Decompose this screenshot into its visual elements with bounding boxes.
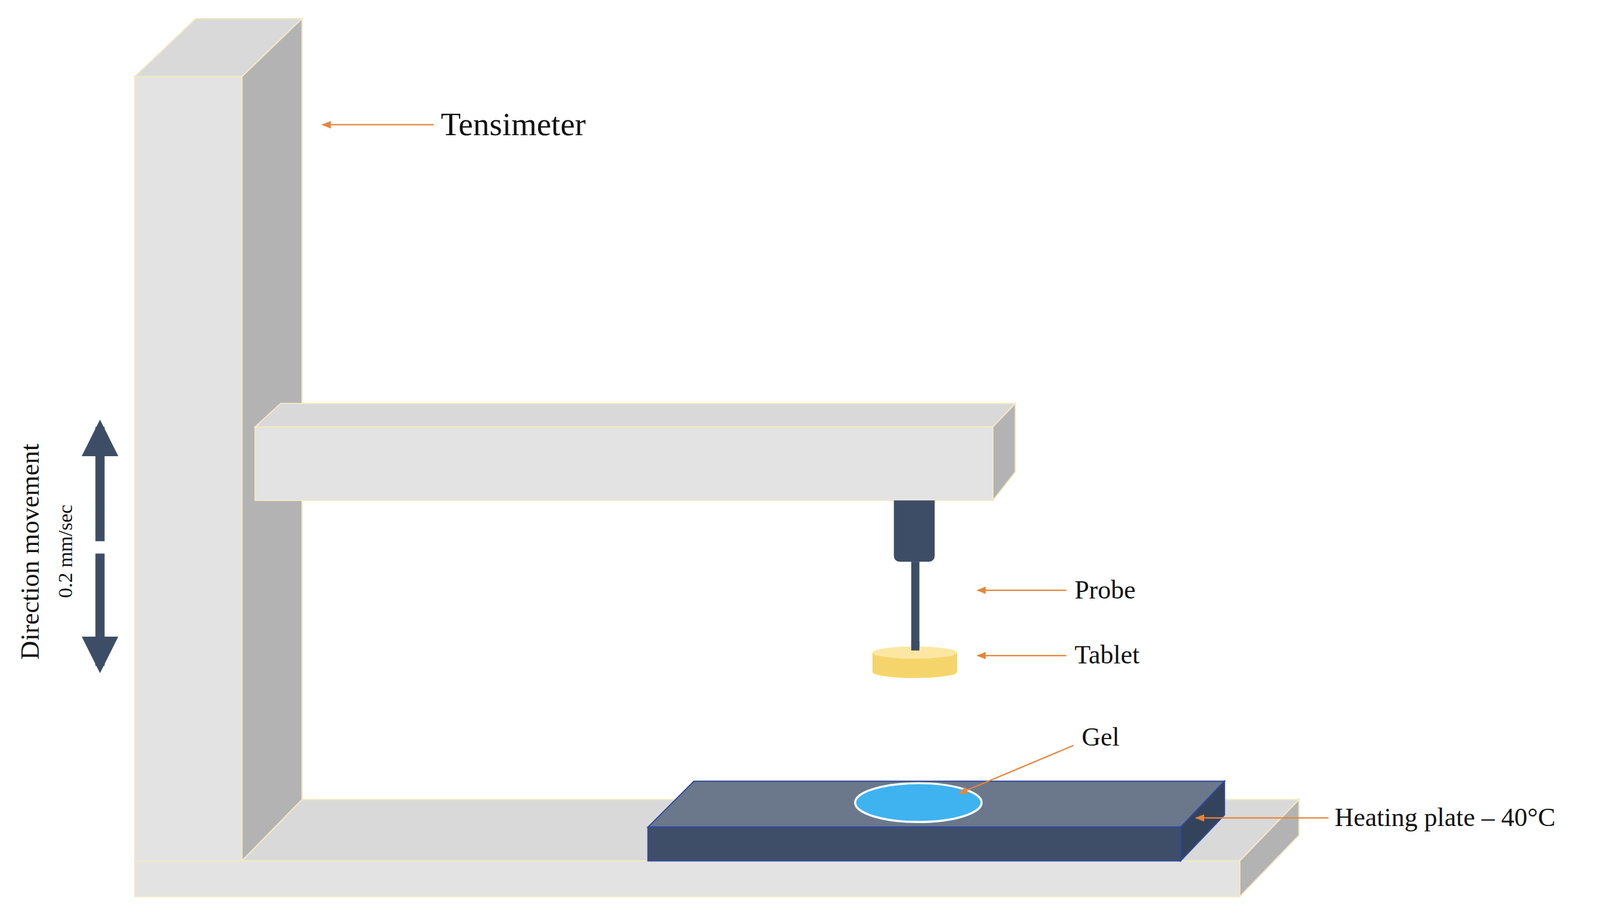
- part-label: Heating plate – 40°C: [1334, 802, 1556, 832]
- leader-arrows: [322, 124, 1329, 818]
- probe: [894, 500, 936, 649]
- part-label: Probe: [1074, 575, 1136, 605]
- part-label: Gel: [1081, 722, 1120, 752]
- part-label: Tensimeter: [441, 106, 587, 143]
- direction-arrow: [95, 426, 105, 666]
- part-label: Tablet: [1074, 640, 1140, 670]
- heating-plate: [648, 780, 1225, 861]
- gel-drop: [855, 782, 983, 822]
- speed-label: 0.2 mm/sec: [54, 504, 77, 598]
- axis-label: Direction movement: [16, 442, 45, 659]
- tablet: [872, 641, 958, 678]
- tensimeter-arm: [255, 402, 1016, 500]
